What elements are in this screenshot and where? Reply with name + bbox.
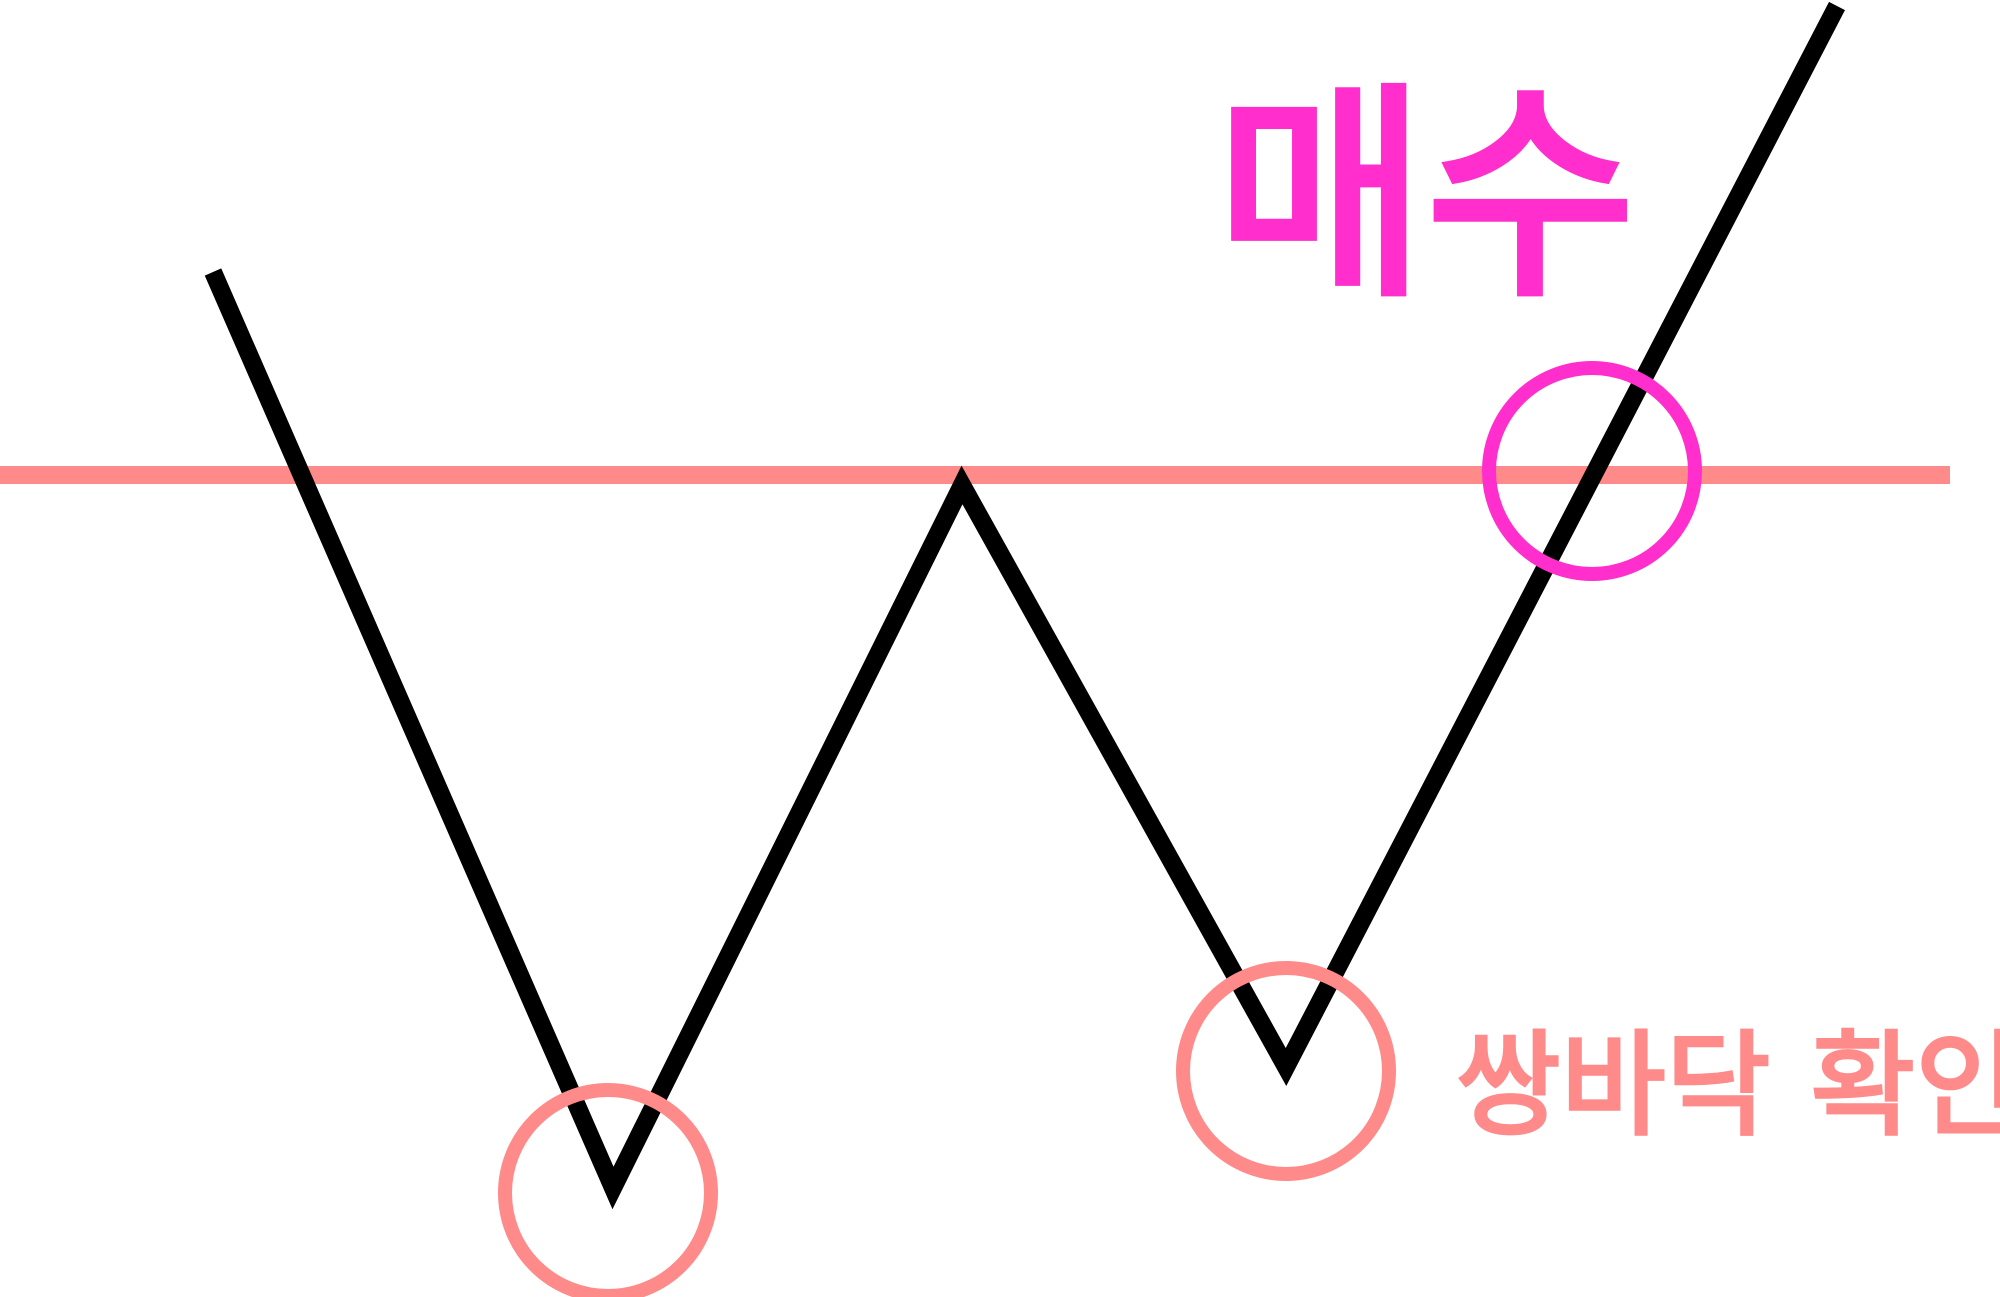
double-bottom-confirm-label: 쌍바닥 확인 [1456, 1019, 2000, 1152]
buy-label: 매수 [1216, 63, 1636, 329]
price-line-w-pattern [204, 1, 1845, 1210]
buy-point-marker [1482, 361, 1702, 581]
first-bottom-marker [498, 1083, 718, 1297]
second-bottom-marker [1176, 961, 1396, 1181]
